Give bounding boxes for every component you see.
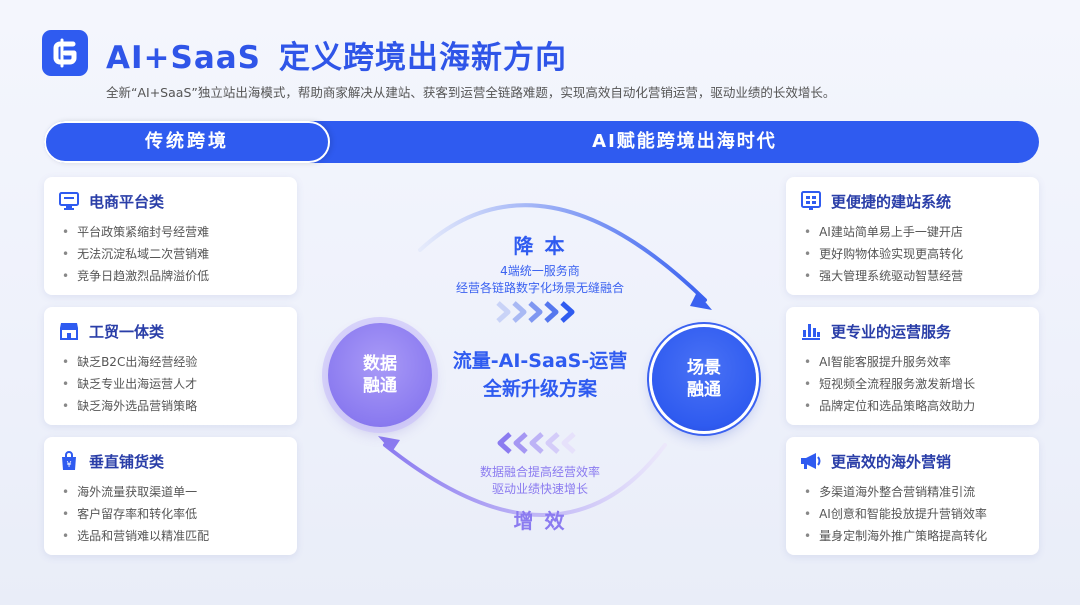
card-title: 工贸一体类 — [89, 322, 165, 341]
circle-text-line: 场景 — [687, 358, 721, 378]
cost-reduction-title: 降 本 — [513, 234, 567, 258]
card-title: 更高效的海外营销 — [831, 452, 952, 471]
list-item: 多渠道海外整合营销精准引流 — [804, 481, 1025, 503]
list-item: 选品和营销难以精准匹配 — [62, 525, 283, 547]
list-item: 量身定制海外推广策略提高转化 — [804, 525, 1025, 547]
circle-text-line: 融通 — [687, 380, 721, 400]
list-item: 竞争日趋激烈品牌溢价低 — [62, 265, 283, 287]
card-title: 垂直铺货类 — [89, 452, 165, 471]
efficiency-line1: 数据融合提高经营效率 — [479, 465, 600, 479]
circle-text-line: 数据 — [363, 354, 397, 374]
list-item: 缺乏专业出海运营人才 — [62, 373, 283, 395]
bottom-arc-arrow — [383, 443, 667, 517]
band-ai-era: AI赋能跨境出海时代 — [592, 131, 777, 152]
list-item: 更好购物体验实现更高转化 — [804, 243, 1025, 265]
data-integration-circle: 数据融通 — [328, 323, 432, 427]
list-item: AI建站简单易上手一键开店 — [804, 221, 1025, 243]
card-overseas-marketing: 更高效的海外营销 多渠道海外整合营销精准引流 AI创意和智能投放提升营销效率 量… — [786, 437, 1039, 555]
title-part-a: AI+SaaS — [106, 40, 261, 76]
svg-text:¥: ¥ — [66, 460, 71, 469]
card-title: 电商平台类 — [89, 192, 165, 211]
page-subtitle: 全新“AI+SaaS”独立站出海模式，帮助商家解决从建站、获客到运营全链路难题，… — [106, 85, 836, 100]
cost-reduction-line1: 4端统一服务商 — [500, 264, 580, 278]
list-item: AI创意和智能投放提升营销效率 — [804, 503, 1025, 525]
card-ecommerce-platform: 电商平台类 平台政策紧缩封号经营难 无法沉淀私域二次营销难 竞争日趋激烈品牌溢价… — [44, 177, 297, 295]
list-item: 客户留存率和转化率低 — [62, 503, 283, 525]
megaphone-icon — [800, 450, 822, 472]
bottom-arrow-head — [378, 436, 400, 452]
backward-chevrons — [497, 432, 576, 454]
card-operation-service: 更专业的运营服务 AI智能客服提升服务效率 短视频全流程服务激发新增长 品牌定位… — [786, 307, 1039, 425]
list-item: 短视频全流程服务激发新增长 — [804, 373, 1025, 395]
top-arrow-head — [690, 292, 712, 310]
forward-chevrons — [496, 301, 575, 323]
cost-reduction-line2: 经营各链路数字化场景无缝融合 — [455, 281, 624, 295]
shopping-bag-icon: ¥ — [58, 450, 80, 472]
list-item: 缺乏海外选品营销策略 — [62, 395, 283, 417]
page-title: AI+SaaS 定义跨境出海新方向 — [106, 32, 567, 77]
scene-integration-circle: 场景融通 — [652, 327, 756, 431]
card-industry-trade: 工贸一体类 缺乏B2C出海经营经验 缺乏专业出海运营人才 缺乏海外选品营销策略 — [44, 307, 297, 425]
list-item: 海外流量获取渠道单一 — [62, 481, 283, 503]
list-item: AI智能客服提升服务效率 — [804, 351, 1025, 373]
dashboard-icon — [800, 190, 822, 212]
efficiency-title: 增 效 — [513, 509, 567, 533]
list-item: 缺乏B2C出海经营经验 — [62, 351, 283, 373]
solution-title-line2: 全新升级方案 — [482, 378, 597, 400]
monitor-icon — [58, 190, 80, 212]
logo-icon — [53, 38, 77, 68]
list-item: 无法沉淀私域二次营销难 — [62, 243, 283, 265]
efficiency-line2: 驱动业绩快速增长 — [491, 482, 588, 496]
card-title: 更便捷的建站系统 — [831, 192, 952, 211]
card-title: 更专业的运营服务 — [831, 322, 952, 341]
card-vertical-distribution: ¥ 垂直铺货类 海外流量获取渠道单一 客户留存率和转化率低 选品和营销难以精准匹… — [44, 437, 297, 555]
solution-title-line1: 流量-AI-SaaS-运营 — [452, 350, 628, 372]
bar-chart-icon — [800, 320, 822, 342]
list-item: 平台政策紧缩封号经营难 — [62, 221, 283, 243]
band-traditional: 传统跨境 — [44, 121, 330, 163]
title-part-b: 定义跨境出海新方向 — [279, 40, 567, 76]
top-arc-arrow — [418, 203, 707, 302]
card-site-builder: 更便捷的建站系统 AI建站简单易上手一键开店 更好购物体验实现更高转化 强大管理… — [786, 177, 1039, 295]
list-item: 强大管理系统驱动智慧经营 — [804, 265, 1025, 287]
store-icon — [58, 320, 80, 342]
circle-text-line: 融通 — [363, 376, 397, 396]
brand-logo — [42, 30, 88, 76]
list-item: 品牌定位和选品策略高效助力 — [804, 395, 1025, 417]
